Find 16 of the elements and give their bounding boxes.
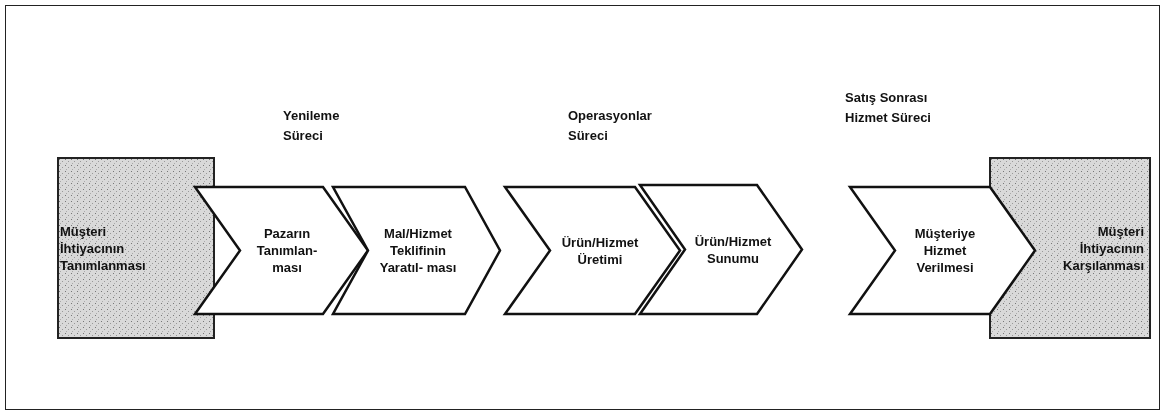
node-label: Ürün/Hizmet Üretimi	[560, 233, 640, 269]
shaded-box	[58, 158, 214, 338]
node-label: Ürün/Hizmet Sunumu	[693, 232, 773, 268]
node-label: Müşteriye Hizmet Verilmesi	[913, 225, 977, 277]
node-label: Mal/Hizmet Teklifinin Yaratıl- ması	[378, 225, 458, 277]
chevron-shape	[850, 187, 1035, 314]
chevron-shape	[505, 187, 680, 314]
process-heading: Operasyonlar Süreci	[568, 107, 653, 145]
process-heading: Yenileme Süreci	[283, 107, 341, 145]
node-label: Müşteri İhtiyacının Tanımlanması	[60, 222, 147, 275]
chevron-shape	[333, 187, 500, 314]
chevron-shape	[195, 187, 368, 314]
chevron-shape	[640, 185, 802, 314]
node-label: Pazarın Tanımlan- ması	[255, 225, 319, 277]
node-label: Müşteri İhtiyacının Karşılanması	[1062, 222, 1144, 275]
process-heading: Satış Sonrası Hizmet Süreci	[845, 89, 932, 127]
